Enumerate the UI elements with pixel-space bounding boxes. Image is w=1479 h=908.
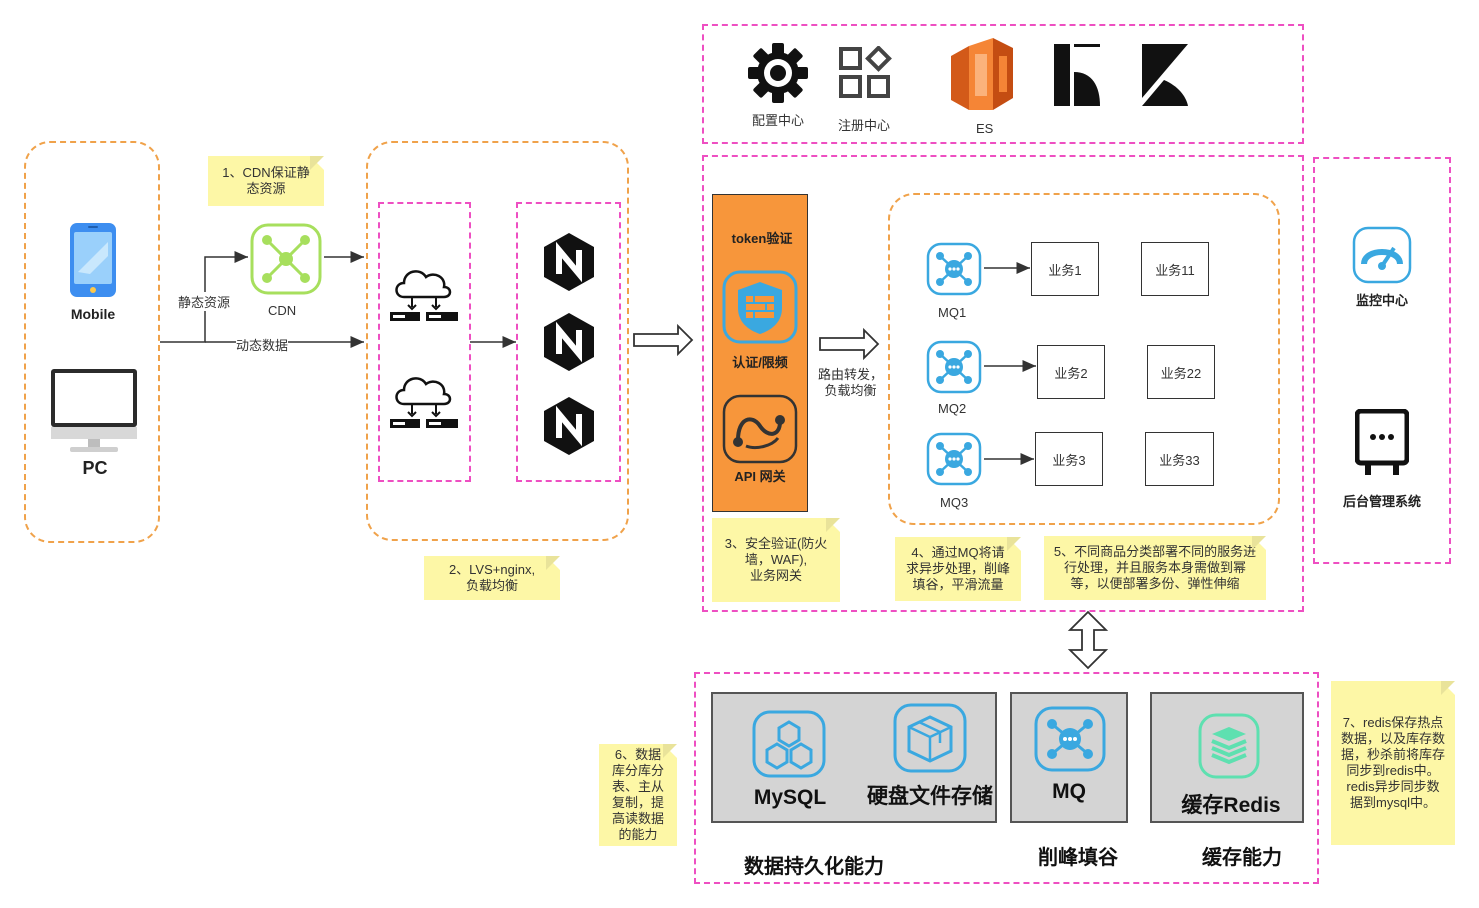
ops-group	[1313, 157, 1451, 564]
note-lvs: 2、LVS+nginx, 负载均衡	[424, 556, 560, 600]
business-2: 业务2	[1037, 345, 1105, 399]
note-business: 5、不同商品分类部署不同的服务进 行处理，并且服务本身需做到幂 等，以便部署多份…	[1044, 536, 1266, 600]
cloud-server-icon	[390, 377, 458, 428]
cdn-label: CDN	[268, 303, 297, 318]
mq-icon	[926, 340, 982, 394]
mysql-label: MySQL	[753, 786, 827, 809]
note-database: 6、数据 库分库分 表、主从 复制，提 高读数据 的能力	[599, 744, 677, 846]
box-icon	[893, 703, 967, 773]
nginx-icon	[544, 233, 594, 291]
routing-label: 路由转发， 负载均衡	[818, 367, 884, 398]
business-11: 业务11	[1141, 242, 1209, 296]
monitor-center-label: 监控中心	[1355, 293, 1408, 308]
gear-icon	[748, 43, 808, 103]
persistence-caption: 数据持久化能力	[744, 856, 884, 878]
cloud-server-icon	[390, 270, 458, 321]
mysql-icon	[752, 710, 826, 778]
kibana-icon	[1142, 44, 1188, 106]
mq-icon	[1034, 706, 1106, 772]
static-resource-label: 静态资源	[178, 292, 231, 311]
business-33: 业务33	[1145, 432, 1214, 486]
business-1: 业务1	[1031, 242, 1099, 296]
note-mq: 4、通过MQ将请 求异步处理，削峰 填谷，平滑流量	[895, 537, 1021, 601]
mq-icon	[926, 432, 982, 486]
business-22: 业务22	[1147, 345, 1215, 399]
nginx-group	[516, 202, 621, 482]
mq-icon	[926, 242, 982, 296]
phone-icon	[70, 223, 116, 297]
lvs-nginx-group	[366, 141, 629, 541]
config-center-label: 配置中心	[752, 113, 805, 128]
client-group	[24, 141, 160, 543]
logstash-icon	[1054, 44, 1100, 106]
api-gateway-label: API 网关	[734, 469, 786, 484]
storage-group	[694, 672, 1319, 884]
admin-icon	[1355, 409, 1409, 475]
disk-storage-label: 硬盘文件存储	[867, 785, 993, 808]
es-label: ES	[976, 121, 994, 136]
cache-caption: 缓存能力	[1202, 847, 1282, 869]
mobile-label: Mobile	[70, 306, 116, 322]
monitor-icon	[51, 369, 137, 452]
redis-icon	[1198, 713, 1260, 779]
mq1-label: MQ1	[938, 305, 967, 320]
admin-system-label: 后台管理系统	[1342, 494, 1421, 509]
pc-label: PC	[82, 458, 108, 478]
note-redis: 7、redis保存热点 数据，以及库存数 据，秒杀前将库存 同步到redis中。…	[1331, 681, 1455, 845]
lvs-group	[378, 202, 471, 482]
grid-icon	[839, 46, 892, 98]
mq-business-group	[888, 193, 1280, 525]
registry-center-label: 注册中心	[838, 118, 891, 133]
es-icon	[951, 38, 1013, 110]
nginx-icon	[544, 397, 594, 455]
dynamic-data-label: 动态数据	[236, 335, 289, 354]
service-group	[702, 155, 1304, 612]
nginx-icon	[544, 313, 594, 371]
dashboard-icon	[1352, 226, 1412, 284]
redis-label: 缓存Redis	[1181, 794, 1281, 817]
api-icon	[722, 394, 798, 464]
peak-shaving-caption: 削峰填谷	[1038, 847, 1118, 869]
note-cdn: 1、CDN保证静 态资源	[208, 156, 324, 206]
auth-label: 认证/限频	[732, 355, 788, 370]
cdn-icon	[250, 223, 322, 295]
token-label: token验证	[731, 231, 793, 246]
business-3: 业务3	[1035, 432, 1103, 486]
mq-storage-label: MQ	[1052, 780, 1086, 803]
infra-group	[702, 24, 1304, 144]
mq3-label: MQ3	[940, 495, 969, 510]
mq2-label: MQ2	[938, 401, 967, 416]
firewall-icon	[722, 270, 798, 344]
note-gateway: 3、安全验证(防火 墙，WAF), 业务网关	[712, 518, 840, 602]
